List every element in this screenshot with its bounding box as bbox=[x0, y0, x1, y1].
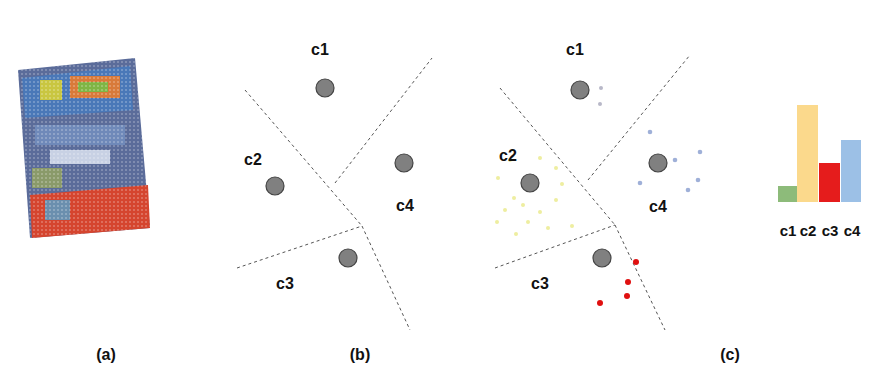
partition-lines bbox=[495, 55, 690, 330]
cluster-label: c1 bbox=[311, 42, 329, 58]
cluster-label: c4 bbox=[649, 199, 667, 215]
cluster-label: c2 bbox=[499, 148, 517, 164]
cluster-label: c3 bbox=[276, 276, 294, 292]
points-c2 bbox=[495, 156, 574, 236]
cluster-label: c4 bbox=[396, 198, 414, 214]
panel-label: (c) bbox=[720, 347, 740, 363]
points-c4 bbox=[638, 130, 703, 193]
cluster-label: c2 bbox=[244, 152, 262, 168]
bar-label: c2 bbox=[800, 223, 817, 238]
panel-label: (a) bbox=[96, 347, 116, 363]
histogram bbox=[778, 105, 861, 202]
points-c3 bbox=[597, 259, 639, 306]
bar-label: c4 bbox=[844, 223, 861, 238]
centroids bbox=[521, 81, 667, 267]
centroids bbox=[266, 79, 413, 267]
partition-lines bbox=[237, 58, 432, 330]
bar-label: c1 bbox=[780, 223, 797, 238]
panel-label: (b) bbox=[350, 347, 370, 363]
point-cloud-box bbox=[18, 58, 150, 238]
points-c1 bbox=[598, 86, 603, 106]
cluster-label: c1 bbox=[566, 42, 584, 58]
bar-label: c3 bbox=[822, 223, 839, 238]
cluster-label: c3 bbox=[531, 276, 549, 292]
